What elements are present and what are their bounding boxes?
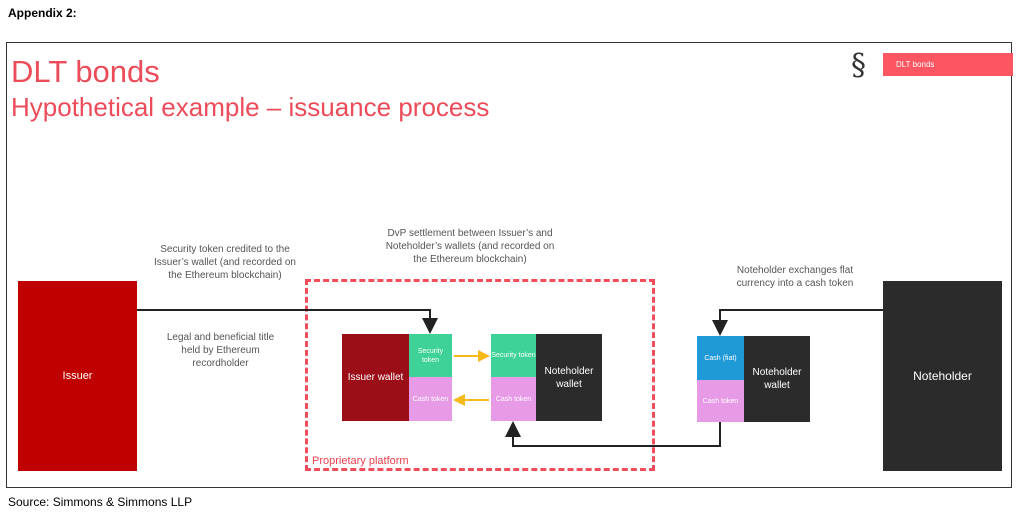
noteholder-to-fiat-arrow [712,309,883,336]
slide-subtitle: Hypothetical example – issuance process [11,92,490,122]
source-caption: Source: Simmons & Simmons LLP [8,495,193,509]
issuer-wallet: Issuer wallet [342,334,409,421]
note-fiat-exchange: Noteholder exchanges flat currency into … [736,265,854,289]
noteholder-node: Noteholder [883,281,1002,471]
note-security-credited: Security token credited to the Issuer’s … [154,244,296,281]
issuer-to-wallet-arrow [137,309,438,334]
noteholder-wallet: Noteholder wallet [536,334,602,421]
issuer-security-token: Security token [409,334,452,377]
simmons-logo-icon: § [851,48,866,83]
noteholder-security-token: Security token [491,334,536,377]
noteholder-cash-token: Cash token [491,377,536,421]
issuer-node: Issuer [18,281,137,471]
external-noteholder-wallet: Noteholder wallet [744,336,810,422]
note-dvp-settlement: DvP settlement between Issuer’s and Note… [385,228,555,265]
slide-title: DLT bonds [11,54,160,89]
section-tag: DLT bonds [883,53,1013,76]
diagram-frame [6,42,1012,488]
external-cash-token: Cash token [697,380,744,422]
proprietary-platform-label: Proprietary platform [312,455,409,467]
note-legal-title: Legal and beneficial title held by Ether… [166,332,275,369]
issuer-cash-token: Cash token [409,377,452,421]
cash-to-noteholder-wallet-arrow [505,421,721,447]
cash-fiat: Cash (fiat) [697,336,744,380]
proprietary-platform-boundary [305,279,655,471]
appendix-heading: Appendix 2: [8,6,77,20]
